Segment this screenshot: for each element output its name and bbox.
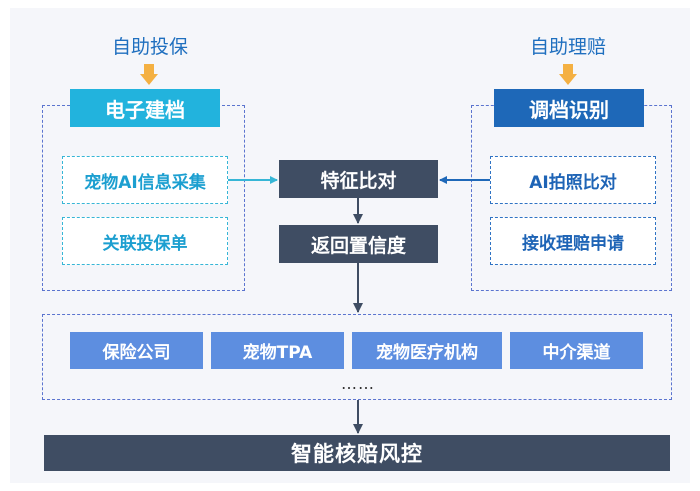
feature-compare-box: 特征比对 [279,160,438,198]
receive-claim-request-card: 接收理赔申请 [490,217,656,265]
right-orange-arrow-icon [559,74,577,85]
ai-photo-compare-card: AI拍照比对 [490,156,656,204]
channel-pet-medical: 宠物医疗机构 [352,332,502,369]
right-orange-arrow-stem [563,64,573,74]
left-orange-arrow-stem [144,64,154,74]
channel-pet-tpa: 宠物TPA [211,332,344,369]
channels-ellipsis: …… [341,373,375,393]
pet-ai-info-collection-card: 宠物AI信息采集 [62,156,228,204]
file-recognition-header: 调档识别 [494,89,644,127]
self-claim-label: 自助理赔 [529,35,606,58]
link-policy-card: 关联投保单 [62,217,228,265]
channels-group-frame [42,314,672,400]
channel-insurance-company: 保险公司 [70,332,203,369]
left-orange-arrow-icon [140,74,158,85]
return-confidence-box: 返回置信度 [279,225,438,263]
channel-intermediary: 中介渠道 [510,332,643,369]
electronic-archive-header: 电子建档 [70,89,220,127]
smart-claim-risk-control-bar: 智能核赔风控 [44,435,670,471]
self-insure-label: 自助投保 [111,35,188,58]
